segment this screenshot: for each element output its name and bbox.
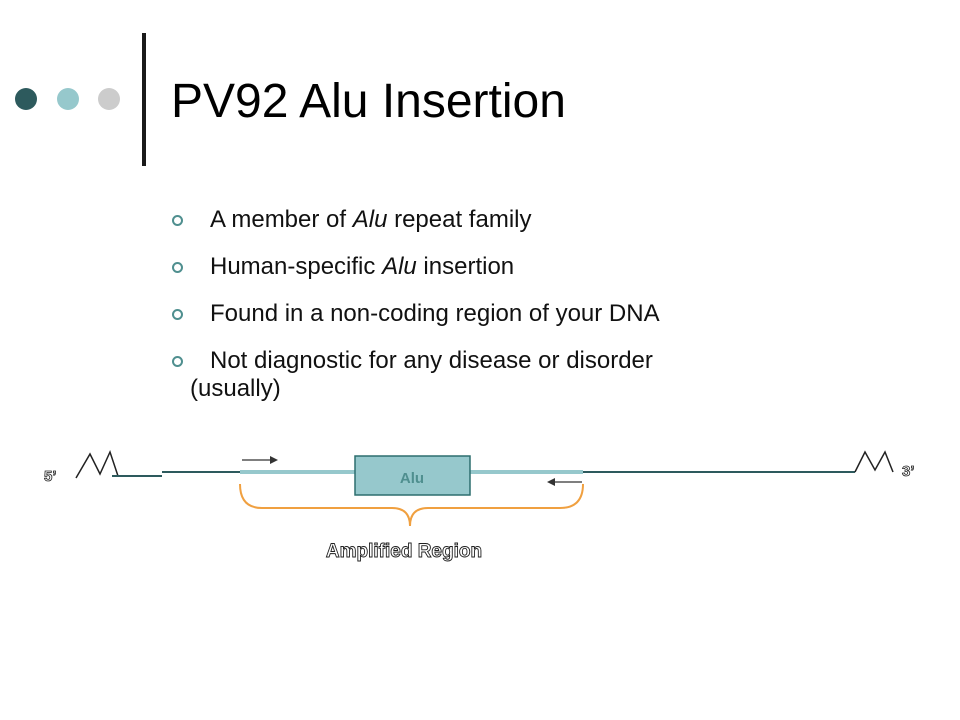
bullet-continuation: (usually) xyxy=(190,375,281,402)
decorative-dot-dark xyxy=(15,88,37,110)
reverse-primer-arrow xyxy=(547,478,582,486)
bullet-ring-icon xyxy=(172,356,183,367)
bullet-item: Human-specific Alu insertion xyxy=(166,253,866,281)
bullet-text: A member of xyxy=(210,206,353,233)
slide-title: PV92 Alu Insertion xyxy=(171,75,566,128)
bullet-item: Found in a non-coding region of your DNA xyxy=(166,300,866,328)
bullet-ring-icon xyxy=(172,309,183,320)
dna-break-5prime xyxy=(75,449,119,479)
bullet-item: A member of Alu repeat family xyxy=(166,206,866,234)
bullet-text-end: insertion xyxy=(416,253,515,280)
bullet-emphasis: Alu xyxy=(382,253,417,280)
bullet-text: Found in a non-coding region of your DNA xyxy=(210,300,660,327)
label-3prime: 3’ xyxy=(902,463,915,480)
bullet-ring-icon xyxy=(172,262,183,273)
bullet-text: Human-specific xyxy=(210,253,383,280)
dna-break-3prime xyxy=(854,450,894,473)
bullet-ring-icon xyxy=(172,215,183,226)
title-divider-bar xyxy=(142,33,146,166)
decorative-dot-teal xyxy=(57,88,79,110)
forward-primer-arrow xyxy=(242,456,278,464)
alu-box-label: Alu xyxy=(400,470,424,487)
bullet-emphasis: Alu xyxy=(352,206,388,233)
bullet-text: Not diagnostic for any disease or disord… xyxy=(210,347,653,374)
amplified-region-brace xyxy=(239,483,584,527)
label-5prime: 5’ xyxy=(44,468,57,485)
alu-box xyxy=(354,455,471,496)
bullet-list: A member of Alu repeat family Human-spec… xyxy=(166,206,866,422)
bullet-text-end: repeat family xyxy=(387,206,532,233)
bullet-item: Not diagnostic for any disease or disord… xyxy=(166,347,866,403)
decorative-dot-gray xyxy=(98,88,120,110)
amplified-region-label: Amplified Region xyxy=(326,541,482,562)
